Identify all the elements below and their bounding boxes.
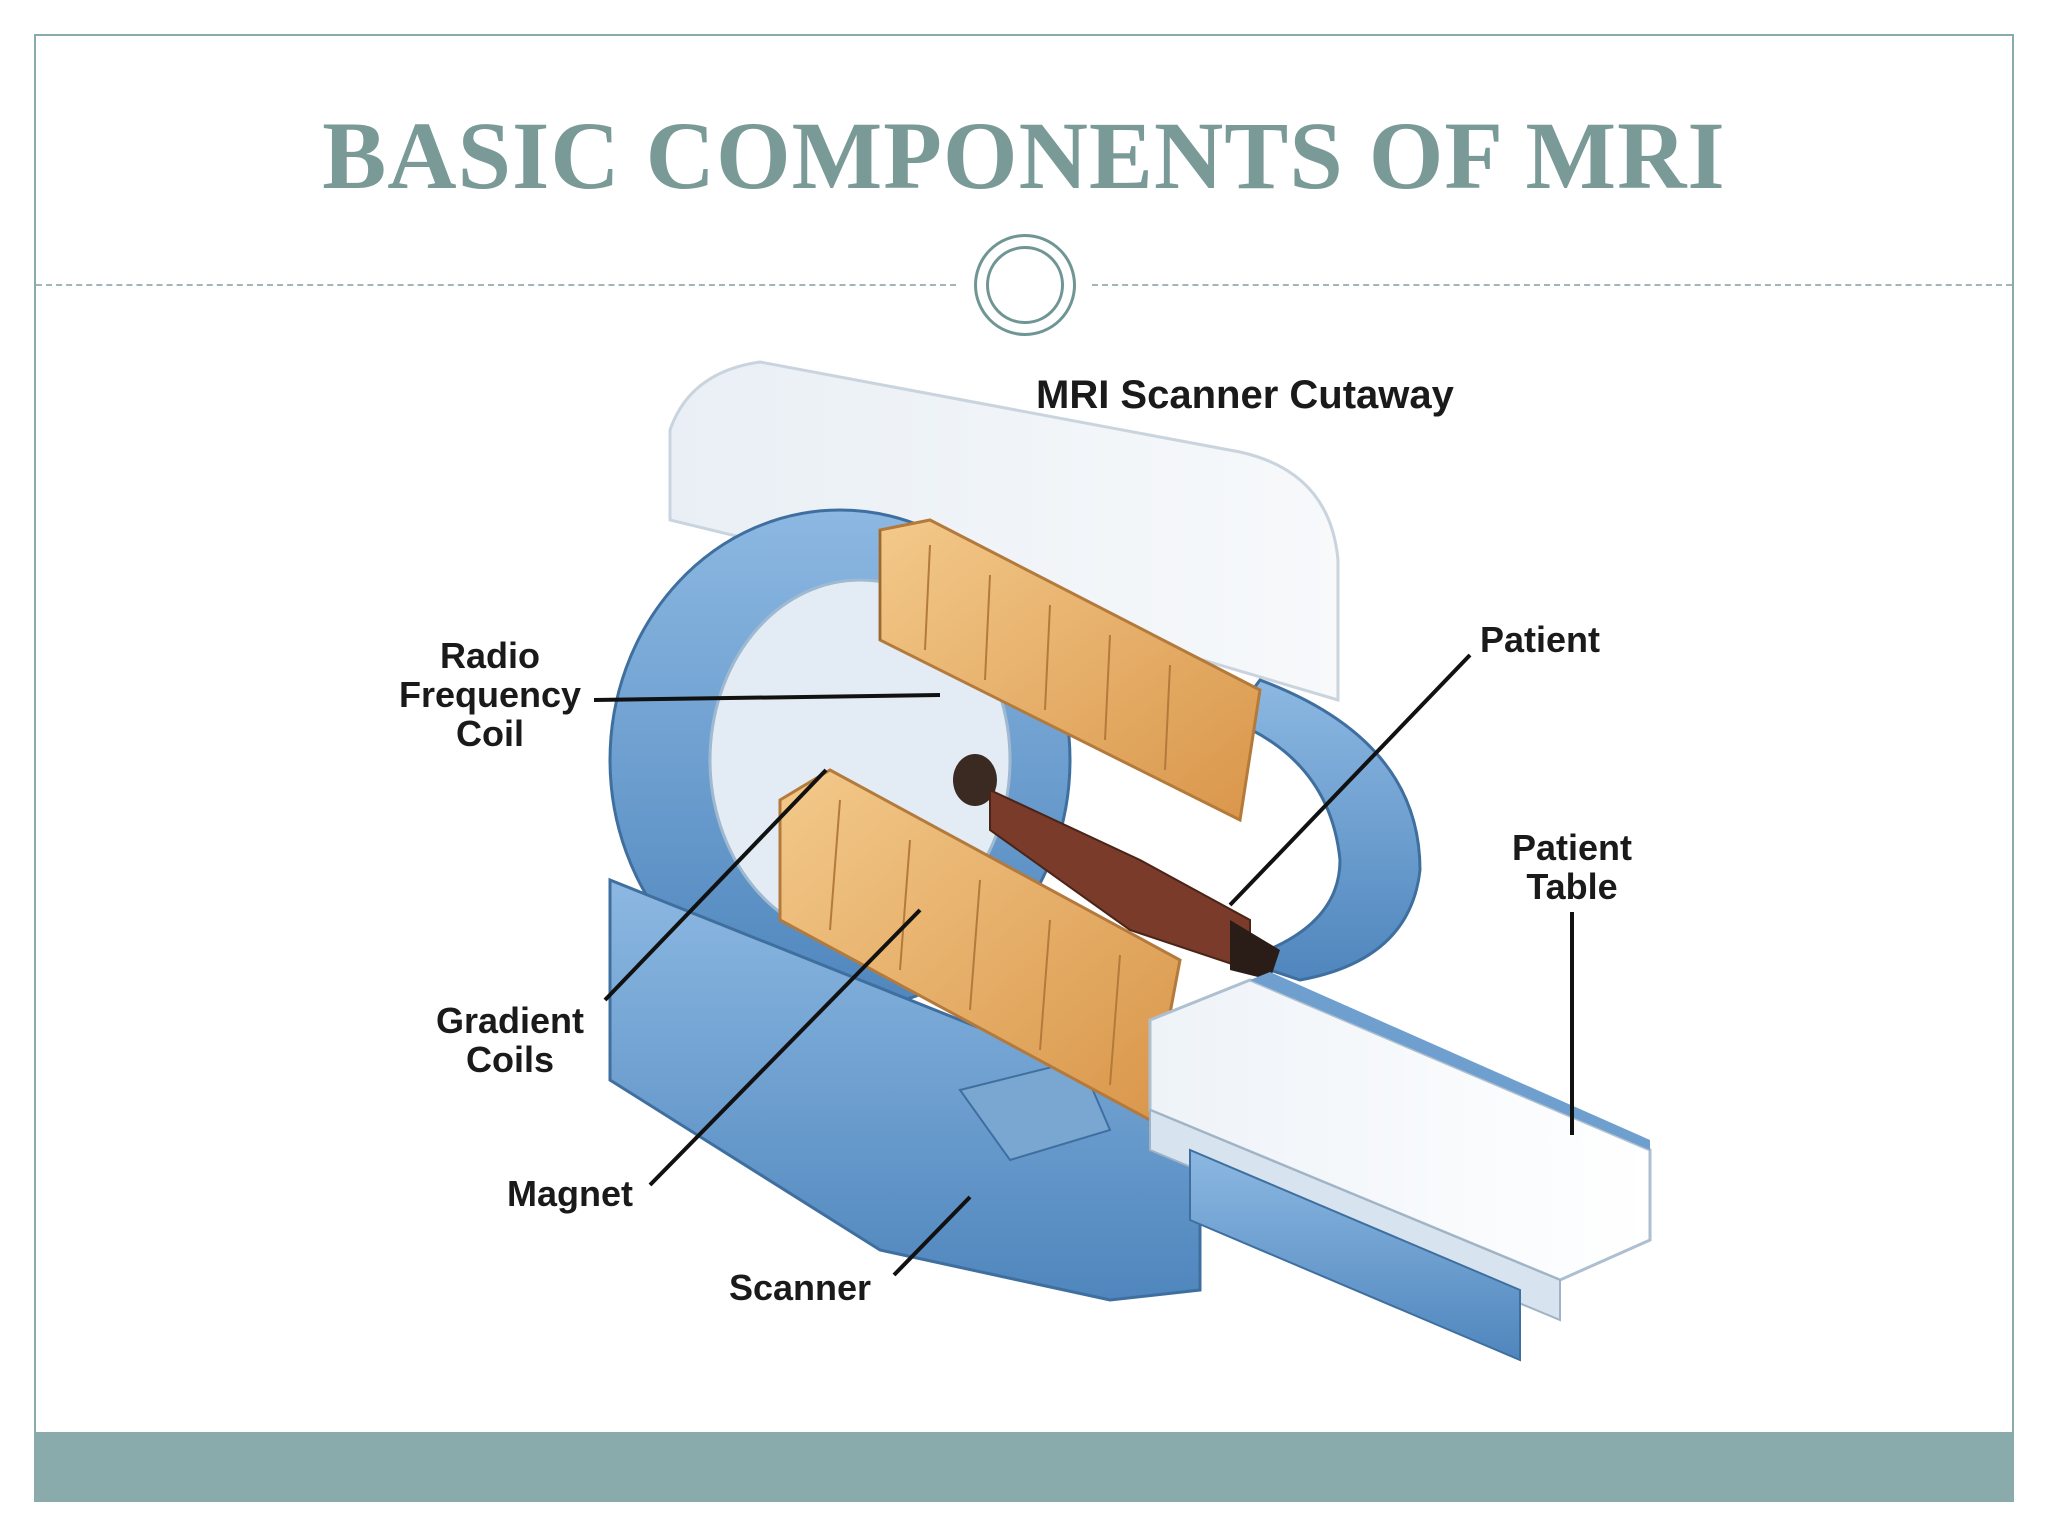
label-rf-coil-line3: Coil (456, 713, 524, 754)
label-table-line2: Table (1526, 866, 1617, 907)
slide-title: BASIC COMPONENTS OF MRI (322, 102, 1726, 209)
title-divider-left (36, 284, 956, 286)
leader-lines (593, 653, 1574, 1277)
patient-table (1148, 972, 1652, 1362)
leader-gradient-coils (603, 768, 828, 1002)
scanner-shell (668, 360, 1340, 703)
label-patient: Patient (1480, 619, 1600, 660)
leader-rf-coil (593, 693, 941, 702)
label-gradient-line2: Coils (466, 1039, 554, 1080)
leader-scanner (892, 1195, 972, 1277)
leader-magnet (648, 908, 922, 1187)
label-table-line1: Patient (1512, 827, 1632, 868)
footer-bar (34, 1432, 2014, 1502)
label-gradient-line1: Gradient (436, 1000, 584, 1041)
label-rf-coil-line1: Radio (440, 635, 540, 676)
circle-ornament-icon (974, 234, 1076, 336)
diagram-heading: MRI Scanner Cutaway (1036, 373, 1455, 417)
leader-patient (1228, 653, 1472, 907)
label-magnet: Magnet (507, 1173, 633, 1214)
title-divider-right (1092, 284, 2012, 286)
patient-figure (953, 754, 1280, 980)
label-rf-coil-line2: Frequency (399, 674, 581, 715)
radio-frequency-coil-block (878, 518, 1262, 823)
label-scanner: Scanner (729, 1267, 871, 1308)
